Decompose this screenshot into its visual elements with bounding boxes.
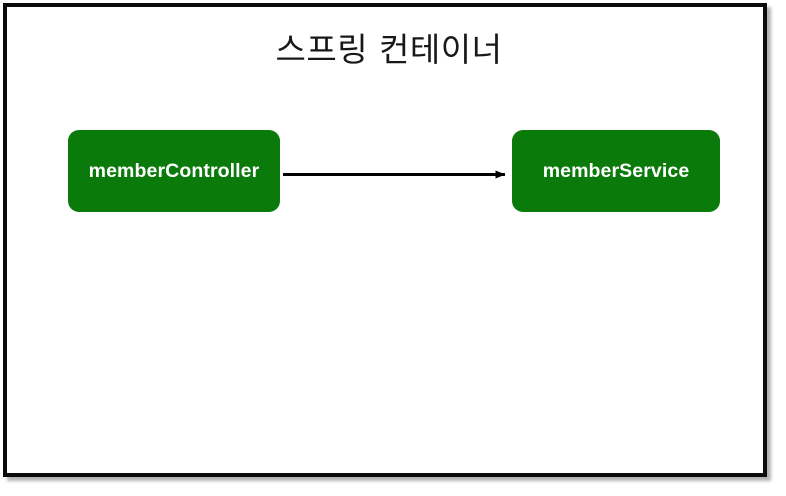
bean-node-member-controller[interactable]: memberController	[68, 130, 280, 212]
bean-label-member-controller: memberController	[88, 160, 260, 182]
bean-node-member-service[interactable]: memberService	[512, 130, 720, 212]
bean-label-member-service: memberService	[542, 160, 690, 182]
spring-container-box: 스프링 컨테이너 memberController memberService	[3, 3, 767, 477]
container-title: 스프링 컨테이너	[275, 30, 503, 69]
dependency-arrow-controller-to-service	[283, 170, 506, 179]
